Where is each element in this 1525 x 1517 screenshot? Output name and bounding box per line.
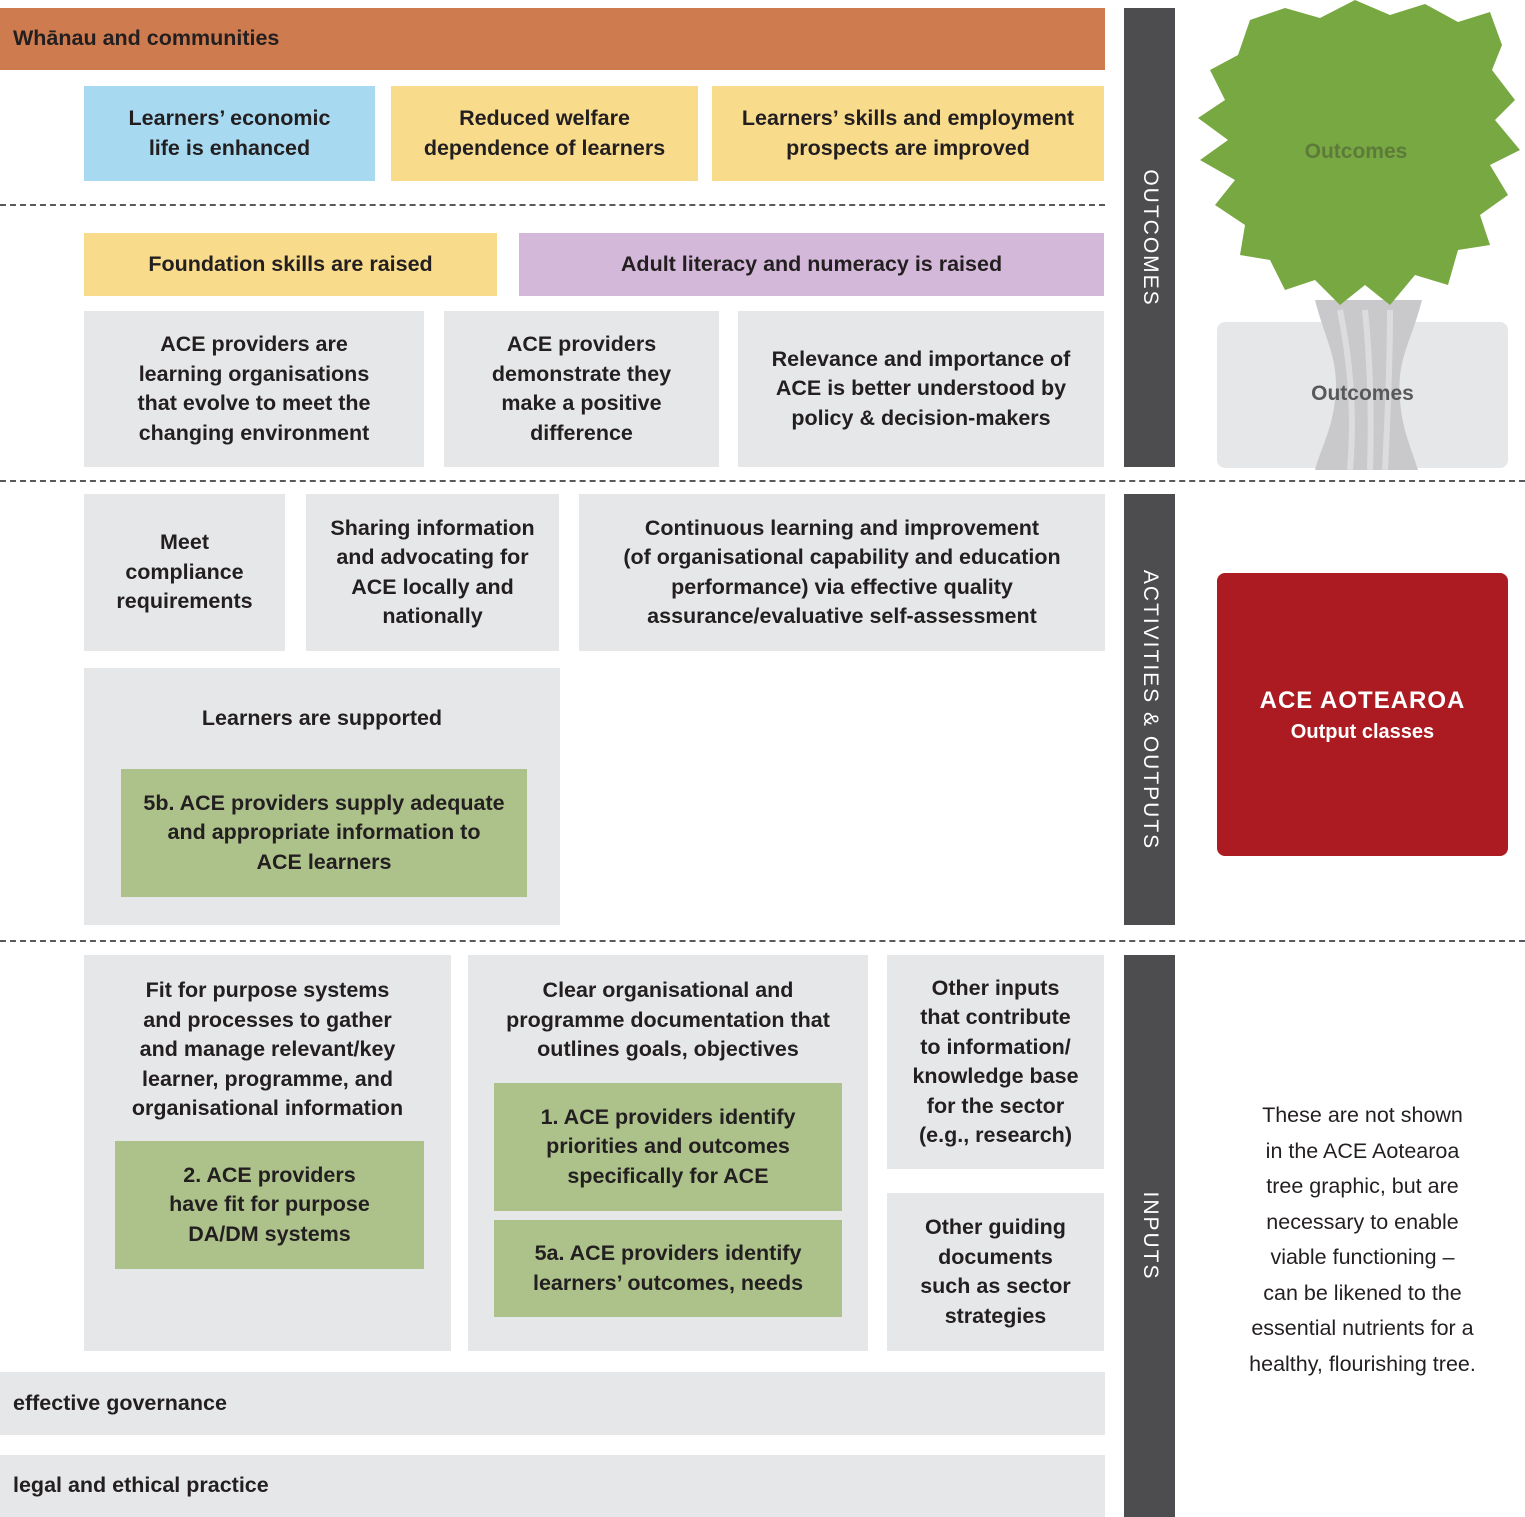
outcome-positive-difference: ACE providers demonstrate they make a po… [444,311,719,467]
band-inputs-label: INPUTS [1138,1191,1162,1281]
band-outcomes-label: OUTCOMES [1138,168,1162,307]
outcome-skills-employment: Learners’ skills and employment prospect… [712,86,1104,181]
communities-bar: Whānau and communities [0,8,1105,70]
tree-graphic [1198,0,1520,470]
divider-outcomes-top [0,204,1105,206]
band-outcomes: OUTCOMES [1124,8,1175,467]
legal-ethical-bar: legal and ethical practice [0,1455,1105,1517]
governance-bar: effective governance [0,1372,1105,1435]
divider-outcomes-activities [0,480,1525,482]
documentation-label: Clear organisational and programme docum… [506,978,830,1061]
trunk-stripes [1337,309,1393,470]
ace-aotearoa-title: ACE AOTEAROA [1259,686,1466,714]
outcome-learning-organisations: ACE providers are learning organisations… [84,311,424,467]
activity-compliance: Meet compliance requirements [84,494,285,651]
tree-canopy-icon [1198,0,1520,305]
output-1-priorities: 1. ACE providers identify priorities and… [494,1083,842,1211]
band-activities-label: ACTIVITIES & OUTPUTS [1138,569,1162,850]
activity-continuous-learning: Continuous learning and improvement (of … [579,494,1105,651]
input-other-guiding: Other guiding documents such as sector s… [887,1193,1104,1351]
ace-aotearoa-output-box: ACE AOTEAROA Output classes [1217,573,1508,856]
outcome-relevance-understood: Relevance and importance of ACE is bette… [738,311,1104,467]
trunk-outcomes-label: Outcomes [1311,382,1414,405]
output-2-dadm-systems: 2. ACE providers have fit for purpose DA… [115,1141,424,1269]
band-inputs: INPUTS [1124,955,1175,1517]
outcome-reduced-welfare: Reduced welfare dependence of learners [391,86,698,181]
divider-activities-inputs [0,940,1525,942]
output-classes-subtitle: Output classes [1290,720,1435,743]
output-5a-learner-outcomes: 5a. ACE providers identify learners’ out… [494,1220,842,1317]
inputs-note: These are not shown in the ACE Aotearoa … [1249,1103,1476,1376]
output-5b-information: 5b. ACE providers supply adequate and ap… [121,769,527,897]
canopy-outcomes-label: Outcomes [1304,140,1408,163]
outcome-foundation-skills: Foundation skills are raised [84,233,497,296]
learners-supported-label: Learners are supported [201,706,443,730]
activity-sharing-information: Sharing information and advocating for A… [306,494,559,651]
outcome-economic-life: Learners’ economic life is enhanced [84,86,375,181]
band-activities-outputs: ACTIVITIES & OUTPUTS [1124,494,1175,925]
input-other-inputs: Other inputs that contribute to informat… [887,955,1104,1169]
systems-processes-label: Fit for purpose systems and processes to… [131,978,404,1120]
outcome-literacy-numeracy: Adult literacy and numeracy is raised [519,233,1104,296]
